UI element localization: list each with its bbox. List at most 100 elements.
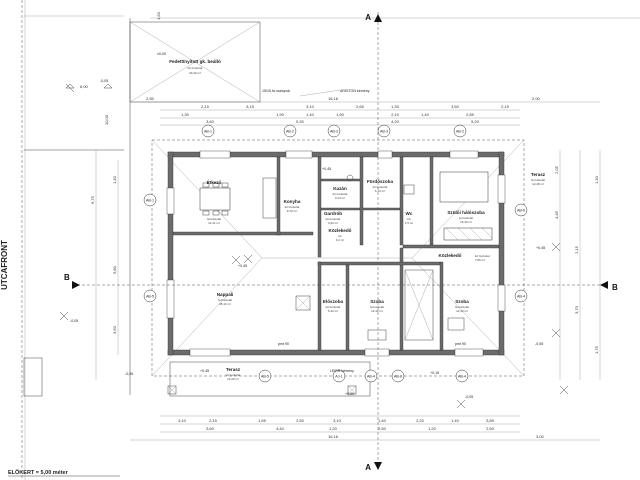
level-11: +0,00 [345,392,354,396]
dim-b1-4: 3,10 [333,418,342,423]
dim-t4-0: 3,60 [206,119,215,124]
dim-r-5: 1,75 [594,345,599,354]
ariston-note: ARISTON kémény [340,89,370,93]
room-nappali: Nappali [217,292,234,297]
tag-ab2-b: AB-2 [456,130,464,134]
room-furdoszoba: Fürdőszoba [367,179,393,184]
tag-ab3-b: AB-3 [380,130,388,134]
dim-t2-3: 2,65 [356,104,365,109]
dim-top-right: 2,00 [532,96,541,101]
room-kozlekedo-sub2: 7,80 m² [475,258,485,262]
ariston-leader [299,89,341,97]
dim-t2-6: 2,15 [501,104,510,109]
parking-note: 15/15 fa oszlopok [262,89,290,93]
room-kozlekedo: Közlekedő [439,253,462,258]
room-etkezo-sub1: fa burkolat [207,217,221,221]
kitchen-counter [262,177,277,219]
dim-r-3: 3,70 [574,305,579,314]
tag-ab2-a: AB-2 [286,130,294,134]
dim-t3-0: 1,30 [181,112,190,117]
dim-t3-3: 1,90 [336,112,345,117]
wardrobe [443,227,493,241]
room-terasz-bottom-sub1: kő burkolat [226,373,241,377]
gate-box [23,357,43,397]
section-a-bottom-label: A [365,463,371,472]
room-szoba-1: Szoba [370,299,384,304]
tag-ab4-a: AB-4 [517,295,525,299]
room-szoba-1-sub2: 12,40 m² [371,309,383,313]
level-1: ±0,00 [157,52,166,56]
pmt-1: pmt 90 [278,342,289,346]
dim-r-4: 1,30 [594,175,599,184]
section-a-bottom-arrow [374,462,382,470]
level-3: -0,05 [70,319,78,323]
dim-t2-1: 3,15 [246,104,255,109]
room-nappali-sub1: fa burkolat [218,298,232,302]
dim-lot-top: 6,00 [80,84,89,89]
street-label: UTCAFRONT [0,240,9,290]
room-etkezo: Étkező [207,178,222,185]
level-marks: ±0,00 +0,45 -0,05 +0,45 -0,05 +0,45 -0,0… [70,52,545,399]
pillar-2-x [347,385,357,395]
dim-l-2: 1,40 [112,175,117,184]
dim-b1-8: 3,85 [486,418,495,423]
dim-t3-1: 1,90 [276,112,285,117]
room-terasz-bottom: Terasz [226,367,241,372]
wardrobe-hall-x [404,269,434,341]
dim-l-3: 3,50 [112,325,117,334]
room-nappali-sub2: 28,10 m² [219,302,231,306]
frontyard-label: ELŐKERT = 5,00 méter [8,469,69,476]
bottom-dimensions: 3,10 2,15 1,55 2,50 3,10 1,40 2,20 1,40 … [130,415,600,441]
room-wc-sub1: kő [407,217,411,221]
level-7: -0,05 [465,395,473,399]
room-eloszoba: Előszoba [323,299,344,304]
wc-bowl [403,184,415,195]
dim-b2-0: 3,60 [206,426,215,431]
windows [166,150,506,357]
level-4: +0,45 [536,246,545,250]
dim-b1-5: 1,40 [378,418,387,423]
terrace-pillar-1 [167,385,177,395]
dim-r-2: 2,15 [574,245,579,254]
dim-b2-1: 4,40 [276,426,285,431]
room-terasz-bottom-sub2: 12,20 m² [227,377,239,381]
desk [447,317,465,331]
room-wc-sub2: 1,5 m² [405,221,414,225]
dining-table [199,182,231,216]
level-2: +0,45 [238,264,247,268]
roof-hip-2 [151,257,263,377]
dim-t4-1: 5,30 [296,119,305,124]
dim-bottom-total: 16,16 [328,434,339,439]
dim-l-0: 6,75 [90,195,95,204]
level-5: -0,05 [535,342,543,346]
room-konyha-sub1: kő burkolat [285,205,300,209]
dim-t3-5: 1,40 [421,112,430,117]
room-szoba-2-sub2: 12,40 m² [456,309,468,313]
dim-t2-0: 2,15 [201,104,210,109]
tag-ab1-a: AB-1 [204,130,212,134]
carport-sub2: 29,40 m² [189,71,201,75]
leier-note: LEIER kémény [330,369,354,373]
room-etkezo-sub2: 12,41 m² [208,221,220,225]
room-kozlekedo-left-sub2: 4,2 m² [336,238,345,242]
tag-ab1-b: AB-1 [146,199,154,203]
side-dimensions: 6,75 5,80 1,40 3,50 2,05 4,45 2,15 3,70 … [80,11,601,380]
tag-ab5-b: AB-5 [261,375,269,379]
room-eloszoba-sub2: 5,42 m² [328,309,338,313]
dim-bottom-overall: 3,00 [536,434,545,439]
dim-b2-3: 2,50 [378,426,387,431]
pmt-2: pmt 90 [455,342,466,346]
level-8: -0,05 [100,79,108,83]
dim-r-1: 4,45 [554,210,559,219]
bed [439,171,489,203]
roof-outline [151,139,525,377]
chimney [295,295,311,311]
dim-b1-6: 2,20 [416,418,425,423]
pillar-1-x [167,385,177,395]
dim-t4-2: 4,20 [391,119,400,124]
room-terasz-right: Terasz [531,172,546,177]
section-b-right-label: B [612,283,618,292]
dim-b1-7: 1,40 [451,418,460,423]
room-wc: Wc [406,211,413,216]
